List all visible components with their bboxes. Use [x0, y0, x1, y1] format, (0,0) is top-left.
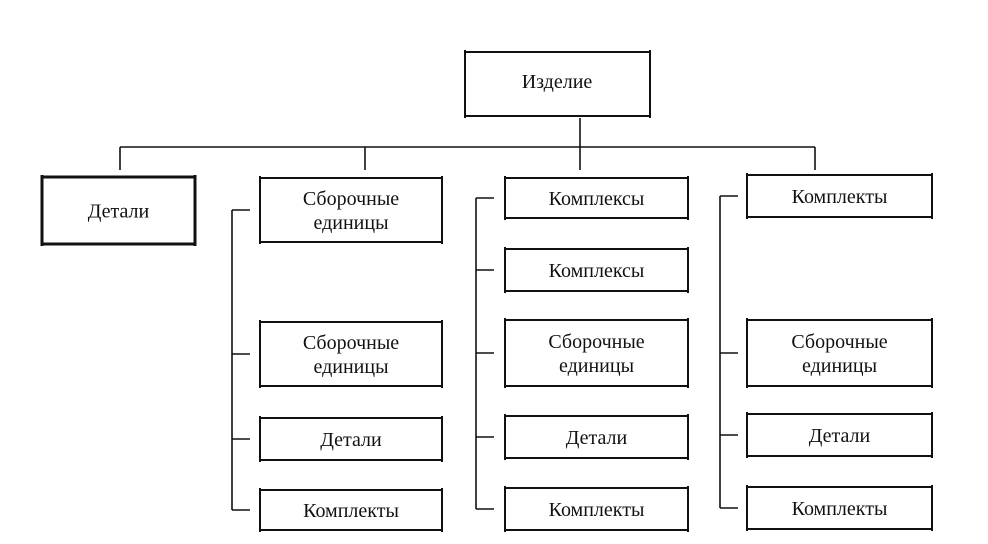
- column-4-child-3-box: Комплекты: [746, 485, 933, 531]
- column-2-head-box-label-line-1: Сборочные: [303, 188, 399, 210]
- column-3-child-3-box: Детали: [504, 414, 689, 460]
- column-3-head-box-label-line-1: Комплексы: [549, 188, 645, 210]
- column-3-child-2-box-label-line-2: единицы: [559, 355, 634, 377]
- column-1-head-box-label-line-1: Детали: [88, 201, 150, 223]
- column-4-head-box-label-line-1: Комплекты: [792, 186, 888, 208]
- root-label: Изделие: [522, 71, 593, 93]
- column-3-child-3-box-label-line-1: Детали: [566, 427, 628, 449]
- column-2-child-1-box-label-line-1: Сборочные: [303, 332, 399, 354]
- column-4-child-1-box-label-line-1: Сборочные: [791, 331, 887, 353]
- column-2-child-2-box: Детали: [259, 416, 443, 462]
- column-1-head-box: Детали: [40, 175, 197, 246]
- column-3-head-box: Комплексы: [504, 176, 689, 220]
- column-3-child-4-box-label-line-1: Комплекты: [549, 499, 645, 521]
- column-2-child-1-box-label-line-2: единицы: [313, 356, 388, 378]
- column-3-child-4-box: Комплекты: [504, 486, 689, 532]
- column-1: Детали: [40, 175, 197, 246]
- columns: ДеталиСборочныеединицыСборочныеединицыДе…: [40, 173, 933, 532]
- top-connectors: [119, 118, 816, 170]
- column-2-child-3-box: Комплекты: [259, 488, 443, 532]
- column-2-child-3-box-label-line-1: Комплекты: [303, 500, 399, 522]
- column-4-child-2-box: Детали: [746, 412, 933, 458]
- column-2-head-box-label-line-2: единицы: [313, 212, 388, 234]
- column-4-child-1-box-label-line-2: единицы: [802, 355, 877, 377]
- column-3-child-2-box-label-line-1: Сборочные: [548, 331, 644, 353]
- column-2: СборочныеединицыСборочныеединицыДеталиКо…: [231, 176, 443, 532]
- column-4-child-2-box-label-line-1: Детали: [809, 425, 871, 447]
- column-2-child-2-box-label-line-1: Детали: [320, 429, 382, 451]
- root-box: Изделие: [464, 50, 651, 118]
- column-4-head-box: Комплекты: [746, 173, 933, 219]
- column-3-child-1-box-label-line-1: Комплексы: [549, 260, 645, 282]
- column-3-child-1-box: Комплексы: [504, 247, 689, 293]
- column-3: КомплексыКомплексыСборочныеединицыДетали…: [475, 176, 689, 532]
- column-4-child-3-box-label-line-1: Комплекты: [792, 498, 888, 520]
